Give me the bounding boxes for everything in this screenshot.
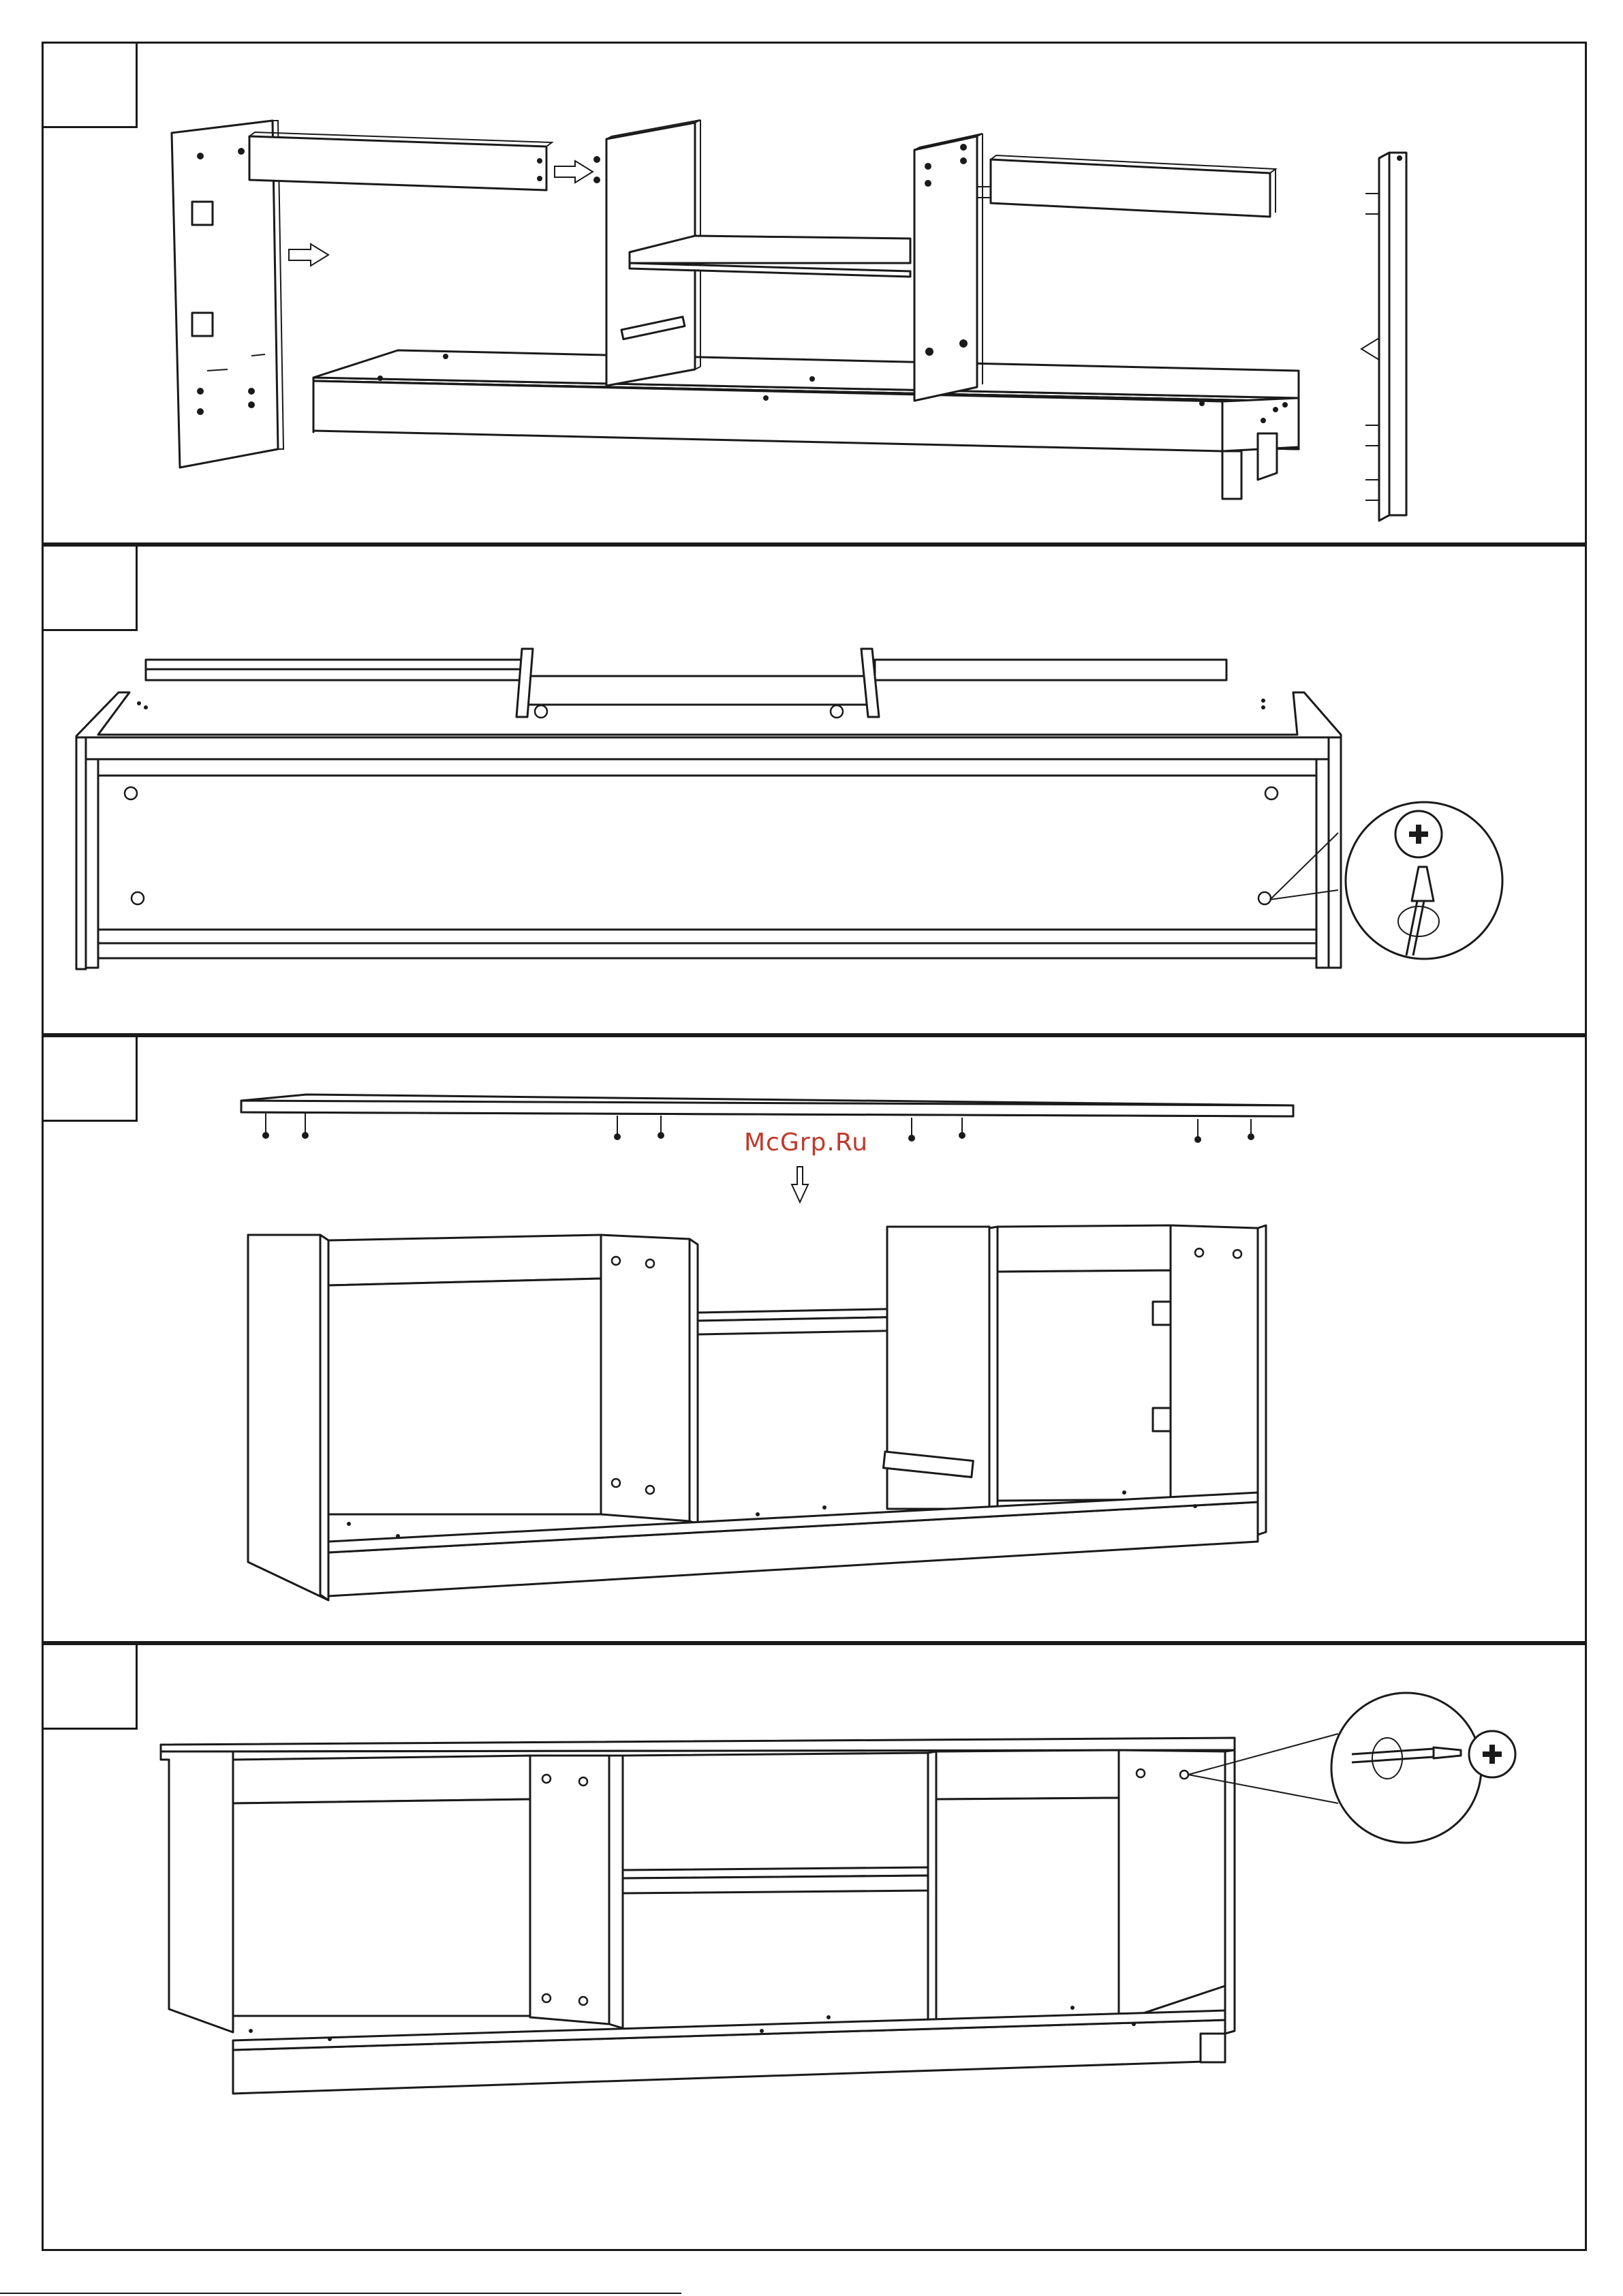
arrow-right-icon [289, 244, 328, 266]
watermark: McGrp.Ru [744, 1129, 868, 1157]
step-1-panel [42, 42, 1587, 545]
step-2-panel [42, 545, 1587, 1035]
cabinet-back-view [76, 649, 1341, 969]
step-4-illustration [44, 1645, 1589, 2253]
step-1-illustration [44, 44, 1589, 547]
middle-right-upright [914, 134, 983, 401]
cabinet-open [248, 1225, 1266, 1600]
bottom-board [313, 350, 1299, 499]
right-side-panel [1365, 153, 1406, 521]
step-2-illustration [44, 547, 1589, 1037]
step-4-panel [42, 1643, 1587, 2251]
step-3-panel [42, 1035, 1587, 1643]
top-left-rail [249, 132, 552, 190]
cabinet-assembled [161, 1738, 1235, 2094]
screwdriver-detail [1188, 1693, 1515, 1843]
middle-shelf [630, 236, 910, 277]
top-right-rail [991, 155, 1276, 217]
footer-rule [0, 2293, 681, 2294]
arrow-down-icon [792, 1167, 808, 1202]
arrow-right-icon [555, 161, 593, 183]
